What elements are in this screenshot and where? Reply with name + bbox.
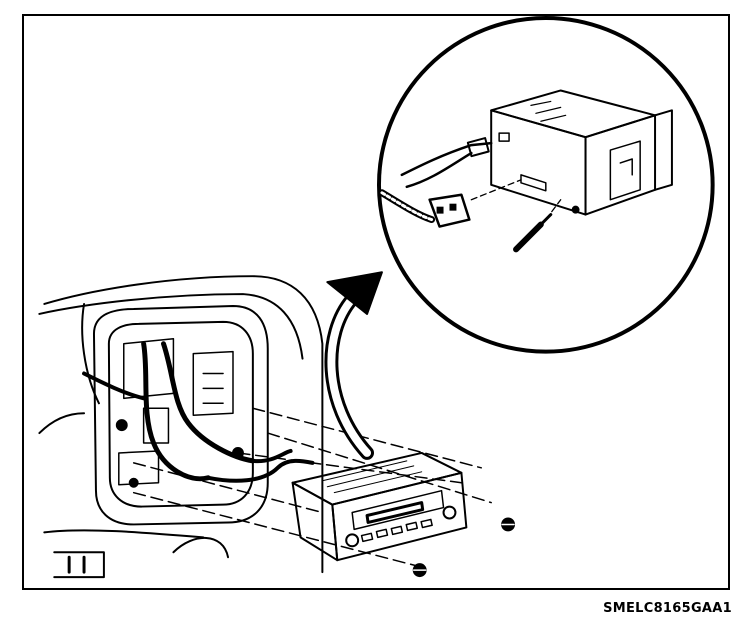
curved-arrow: [324, 271, 383, 460]
alignment-lines: [132, 407, 492, 568]
figure-caption-code: SMELC8165GAA1: [603, 601, 732, 616]
radio-unit: [291, 451, 516, 578]
detail-magnifier-circle: [376, 16, 715, 354]
radio-removal-illustration: [38, 16, 715, 579]
instrument-panel: [38, 275, 324, 579]
diagram-frame: [22, 14, 730, 590]
